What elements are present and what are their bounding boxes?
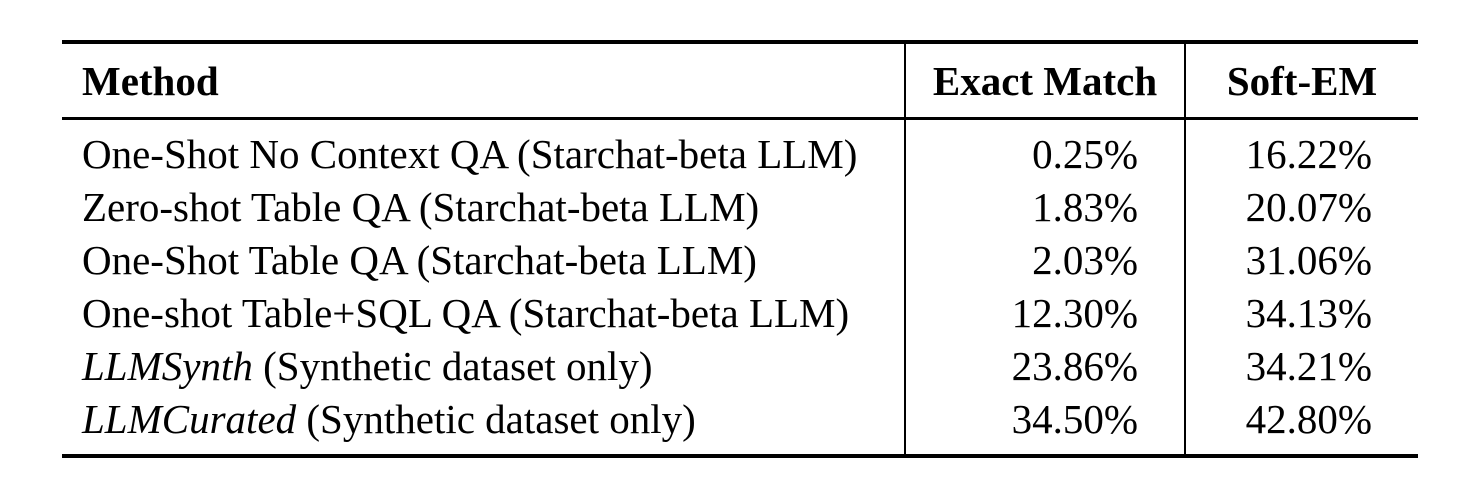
table-body: One-Shot No Context QA (Starchat-beta LL… <box>62 118 1418 456</box>
method-cell: One-Shot No Context QA (Starchat-beta LL… <box>62 119 905 181</box>
soft-em-cell: 16.22% <box>1184 118 1418 180</box>
soft-em-cell: 34.13% <box>1184 286 1418 339</box>
method-name: One-Shot Table QA (Starchat-beta LLM) <box>82 236 757 283</box>
table-header: Method Exact Match Soft-EM <box>62 42 1418 120</box>
soft-em-cell: 31.06% <box>1184 233 1418 286</box>
exact-match-cell: 23.86% <box>904 339 1185 392</box>
soft-em-cell: 20.07% <box>1184 180 1418 233</box>
method-name: Zero-shot Table QA (Starchat-beta LLM) <box>82 183 760 230</box>
column-header-exact-match: Exact Match <box>904 42 1185 120</box>
soft-em-cell: 42.80% <box>1184 392 1418 456</box>
soft-em-cell: 34.21% <box>1184 339 1418 392</box>
method-name: (Synthetic dataset only) <box>296 395 696 442</box>
exact-match-cell: 12.30% <box>904 286 1185 339</box>
method-name-italic: LLMSynth <box>82 342 253 389</box>
method-name: One-shot Table+SQL QA (Starchat-beta LLM… <box>82 289 850 336</box>
column-header-method: Method <box>62 42 905 120</box>
header-row: Method Exact Match Soft-EM <box>62 42 1418 120</box>
method-name: One-Shot No Context QA (Starchat-beta LL… <box>82 130 858 177</box>
table-row: LLMCurated (Synthetic dataset only) 34.5… <box>62 392 1418 456</box>
results-table: Method Exact Match Soft-EM One-Shot No C… <box>62 40 1418 458</box>
column-header-soft-em: Soft-EM <box>1184 42 1418 120</box>
table-row: One-Shot Table QA (Starchat-beta LLM) 2.… <box>62 233 1418 286</box>
table-row: LLMSynth (Synthetic dataset only) 23.86%… <box>62 339 1418 392</box>
exact-match-cell: 0.25% <box>904 118 1185 180</box>
method-name-italic: LLMCurated <box>82 395 297 442</box>
table-row: One-shot Table+SQL QA (Starchat-beta LLM… <box>62 286 1418 339</box>
method-cell: Zero-shot Table QA (Starchat-beta LLM) <box>62 180 905 233</box>
method-cell: One-shot Table+SQL QA (Starchat-beta LLM… <box>62 286 905 339</box>
method-name: (Synthetic dataset only) <box>252 342 653 389</box>
method-cell: LLMCurated (Synthetic dataset only) <box>62 392 905 456</box>
method-cell: One-Shot Table QA (Starchat-beta LLM) <box>62 233 905 286</box>
method-cell: LLMSynth (Synthetic dataset only) <box>62 339 905 392</box>
exact-match-cell: 2.03% <box>904 233 1185 286</box>
table-row: Zero-shot Table QA (Starchat-beta LLM) 1… <box>62 180 1418 233</box>
exact-match-cell: 1.83% <box>904 180 1185 233</box>
exact-match-cell: 34.50% <box>904 392 1185 456</box>
table-row: One-Shot No Context QA (Starchat-beta LL… <box>62 118 1418 181</box>
